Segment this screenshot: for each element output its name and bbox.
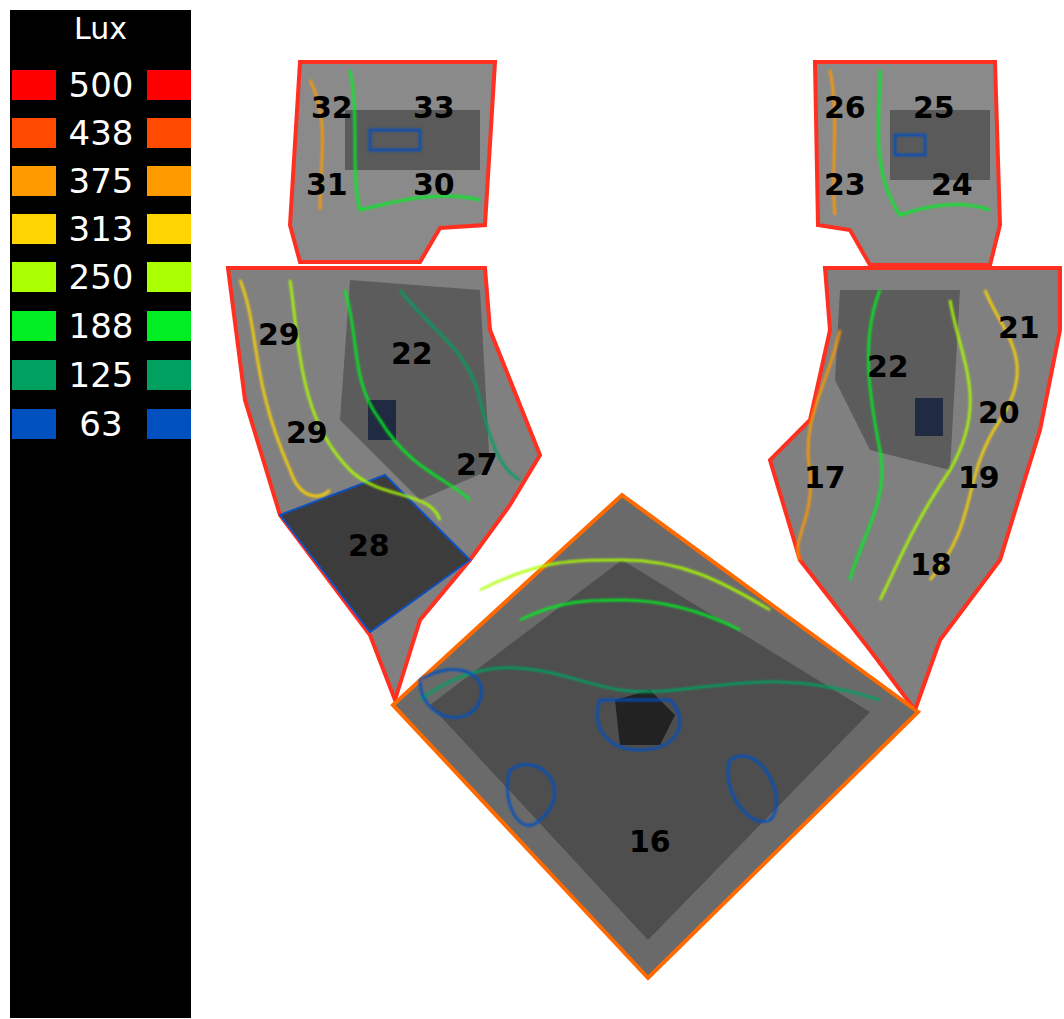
room-number: 26	[824, 91, 866, 125]
room-number: 30	[413, 168, 455, 202]
room-number: 16	[629, 825, 671, 859]
room-number: 23	[824, 168, 866, 202]
legend-swatch	[12, 262, 56, 292]
room-number: 21	[998, 311, 1040, 345]
room-number: 17	[804, 461, 846, 495]
legend-value: 188	[57, 307, 145, 345]
contour-lines	[240, 70, 1017, 825]
room-number: 27	[456, 448, 498, 482]
room-number: 19	[958, 461, 1000, 495]
room-number: 29	[258, 318, 300, 352]
room-number: 33	[413, 91, 455, 125]
legend-swatch	[147, 311, 191, 341]
legend-value: 313	[57, 210, 145, 248]
room-number: 20	[978, 396, 1020, 430]
room-number: 28	[348, 529, 390, 563]
room-number: 25	[913, 91, 955, 125]
legend-swatch	[12, 214, 56, 244]
legend-swatch	[12, 360, 56, 390]
room-number: 24	[931, 168, 973, 202]
legend-swatch	[147, 214, 191, 244]
legend-swatch	[12, 166, 56, 196]
legend-swatch	[12, 70, 56, 100]
room-number: 22	[391, 337, 433, 371]
room-number: 32	[311, 91, 353, 125]
room-number: 18	[910, 548, 952, 582]
legend-value: 438	[57, 114, 145, 152]
legend-value: 250	[57, 258, 145, 296]
room-number: 31	[306, 168, 348, 202]
legend-value: 125	[57, 356, 145, 394]
legend-title: Lux	[10, 12, 191, 46]
legend-swatch	[147, 118, 191, 148]
legend-value: 63	[57, 405, 145, 443]
legend-swatch	[147, 360, 191, 390]
legend-swatch	[12, 311, 56, 341]
room-number: 22	[867, 350, 909, 384]
legend-swatch	[147, 409, 191, 439]
legend-swatch	[147, 70, 191, 100]
room-number: 29	[286, 416, 328, 450]
legend-swatch	[147, 262, 191, 292]
floor-plan	[228, 62, 1060, 978]
legend-swatch	[12, 118, 56, 148]
legend-swatch	[147, 166, 191, 196]
legend-swatch	[12, 409, 56, 439]
legend-value: 375	[57, 162, 145, 200]
legend-value: 500	[57, 66, 145, 104]
